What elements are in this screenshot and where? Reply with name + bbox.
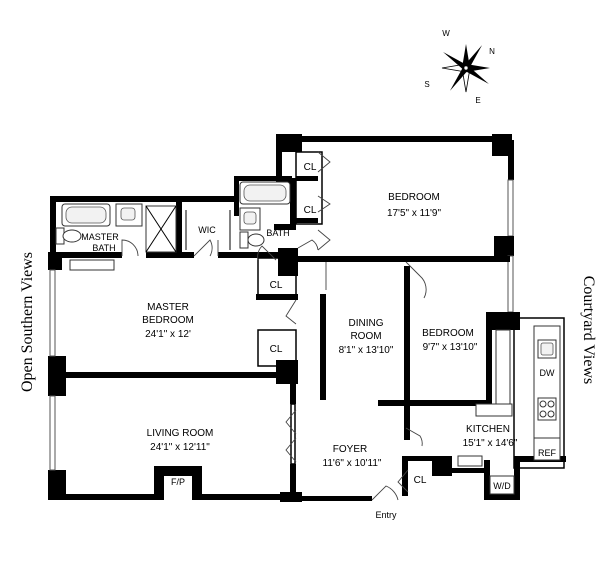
compass-s-label: S	[424, 80, 429, 89]
master-bedroom-dims: 24'1" x 12'	[145, 329, 191, 340]
living-room-name: LIVING ROOM	[147, 428, 214, 439]
foyer-name: FOYER	[333, 444, 367, 455]
living-room-dims: 24'1" x 12'11"	[150, 442, 210, 453]
master-bedroom-name-1: MASTER	[147, 302, 189, 313]
dining-room-name-2: ROOM	[350, 331, 381, 342]
entry-label: Entry	[375, 510, 397, 520]
bedroom-top-name: BEDROOM	[388, 192, 440, 203]
master-bath-name-1: MASTER	[81, 232, 119, 242]
view-label-right: Courtyard Views	[580, 276, 597, 385]
compass-w-label: W	[442, 29, 450, 38]
closet-label-1: CL	[304, 162, 317, 173]
view-label-left: Open Southern Views	[19, 252, 36, 392]
bedroom-top-dims: 17'5" x 11'9"	[387, 208, 442, 219]
doors	[121, 151, 427, 501]
compass-e-label: E	[475, 96, 480, 105]
kitchen-name: KITCHEN	[466, 424, 510, 435]
master-bath-name-2: BATH	[92, 243, 115, 253]
washer-dryer-label: W/D	[493, 481, 511, 491]
fireplace-label: F/P	[171, 477, 185, 487]
closet-label-2: CL	[304, 205, 317, 216]
closet-label-3: CL	[270, 280, 283, 291]
fixtures	[55, 181, 561, 495]
compass-n-label: N	[489, 47, 495, 56]
closet-label-5: CL	[414, 475, 427, 486]
wic-label: WIC	[198, 225, 216, 235]
bath-label: BATH	[266, 228, 289, 238]
compass-rose-icon	[441, 44, 490, 93]
walls	[48, 134, 566, 502]
bedroom-right-name: BEDROOM	[422, 328, 474, 339]
master-bedroom-name-2: BEDROOM	[142, 315, 194, 326]
dining-room-dims: 8'1" x 13'10"	[339, 345, 394, 356]
refrigerator-label: REF	[538, 448, 557, 458]
dishwasher-label: DW	[540, 368, 555, 378]
foyer-dims: 11'6" x 10'11"	[323, 458, 382, 469]
bedroom-right-dims: 9'7" x 13'10"	[423, 342, 478, 353]
dining-room-name-1: DINING	[349, 318, 384, 329]
kitchen-dims: 15'1" x 14'6"	[463, 438, 518, 449]
closet-label-4: CL	[270, 344, 283, 355]
